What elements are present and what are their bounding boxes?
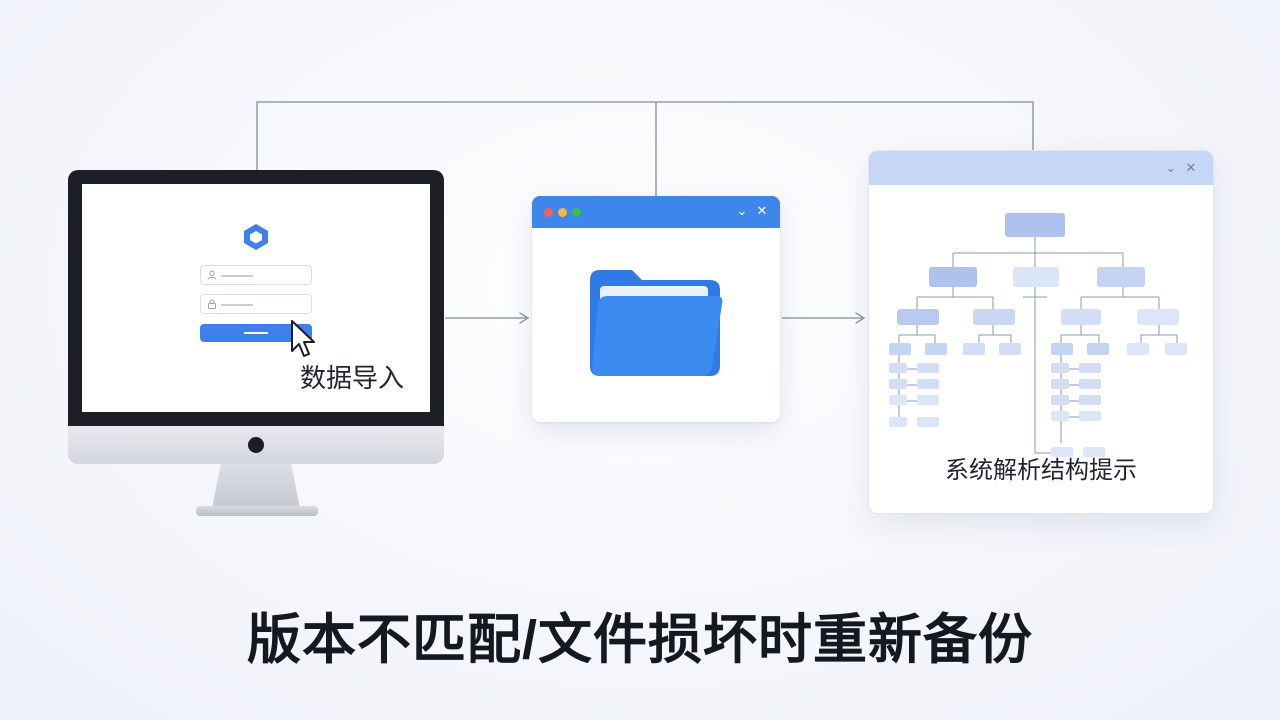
password-field[interactable] [200,294,312,314]
username-placeholder-line [221,275,253,277]
folder-icon [590,270,723,376]
cursor-icon [291,320,315,357]
top-connector-line [256,101,1034,172]
user-icon [207,270,217,280]
caption-title: 版本不匹配/文件损坏时重新备份 [246,610,1033,670]
username-field[interactable] [200,265,312,285]
login-button-label-line [244,332,268,334]
folder-window: ⌄ ✕ [532,196,780,422]
tree-structure-icon [889,213,1187,457]
chevron-down-icon[interactable]: ⌄ [1165,160,1177,175]
lock-icon [208,299,216,309]
close-dot[interactable] [544,208,553,217]
structure-hint-label: 系统解析结构提示 [945,457,1137,484]
maximize-dot[interactable] [572,208,581,217]
close-icon[interactable]: ✕ [1185,160,1197,175]
minimize-dot[interactable] [558,208,567,217]
hexagon-logo-icon [244,224,268,250]
structure-window: ⌄ ✕ [868,150,1214,514]
password-placeholder-line [221,304,253,306]
chevron-down-icon[interactable]: ⌄ [736,203,748,218]
login-button[interactable] [200,324,312,342]
close-icon[interactable]: ✕ [756,203,768,218]
arrow-head-folder [519,312,530,324]
monitor-camera-dot [248,437,264,453]
arrow-head-structure [855,312,866,324]
folder-window-titlebar: ⌄ ✕ [532,196,780,228]
data-import-label: 数据导入 [300,363,405,393]
monitor-base [196,506,318,516]
structure-window-titlebar: ⌄ ✕ [869,151,1213,185]
monitor-stand [212,464,300,508]
